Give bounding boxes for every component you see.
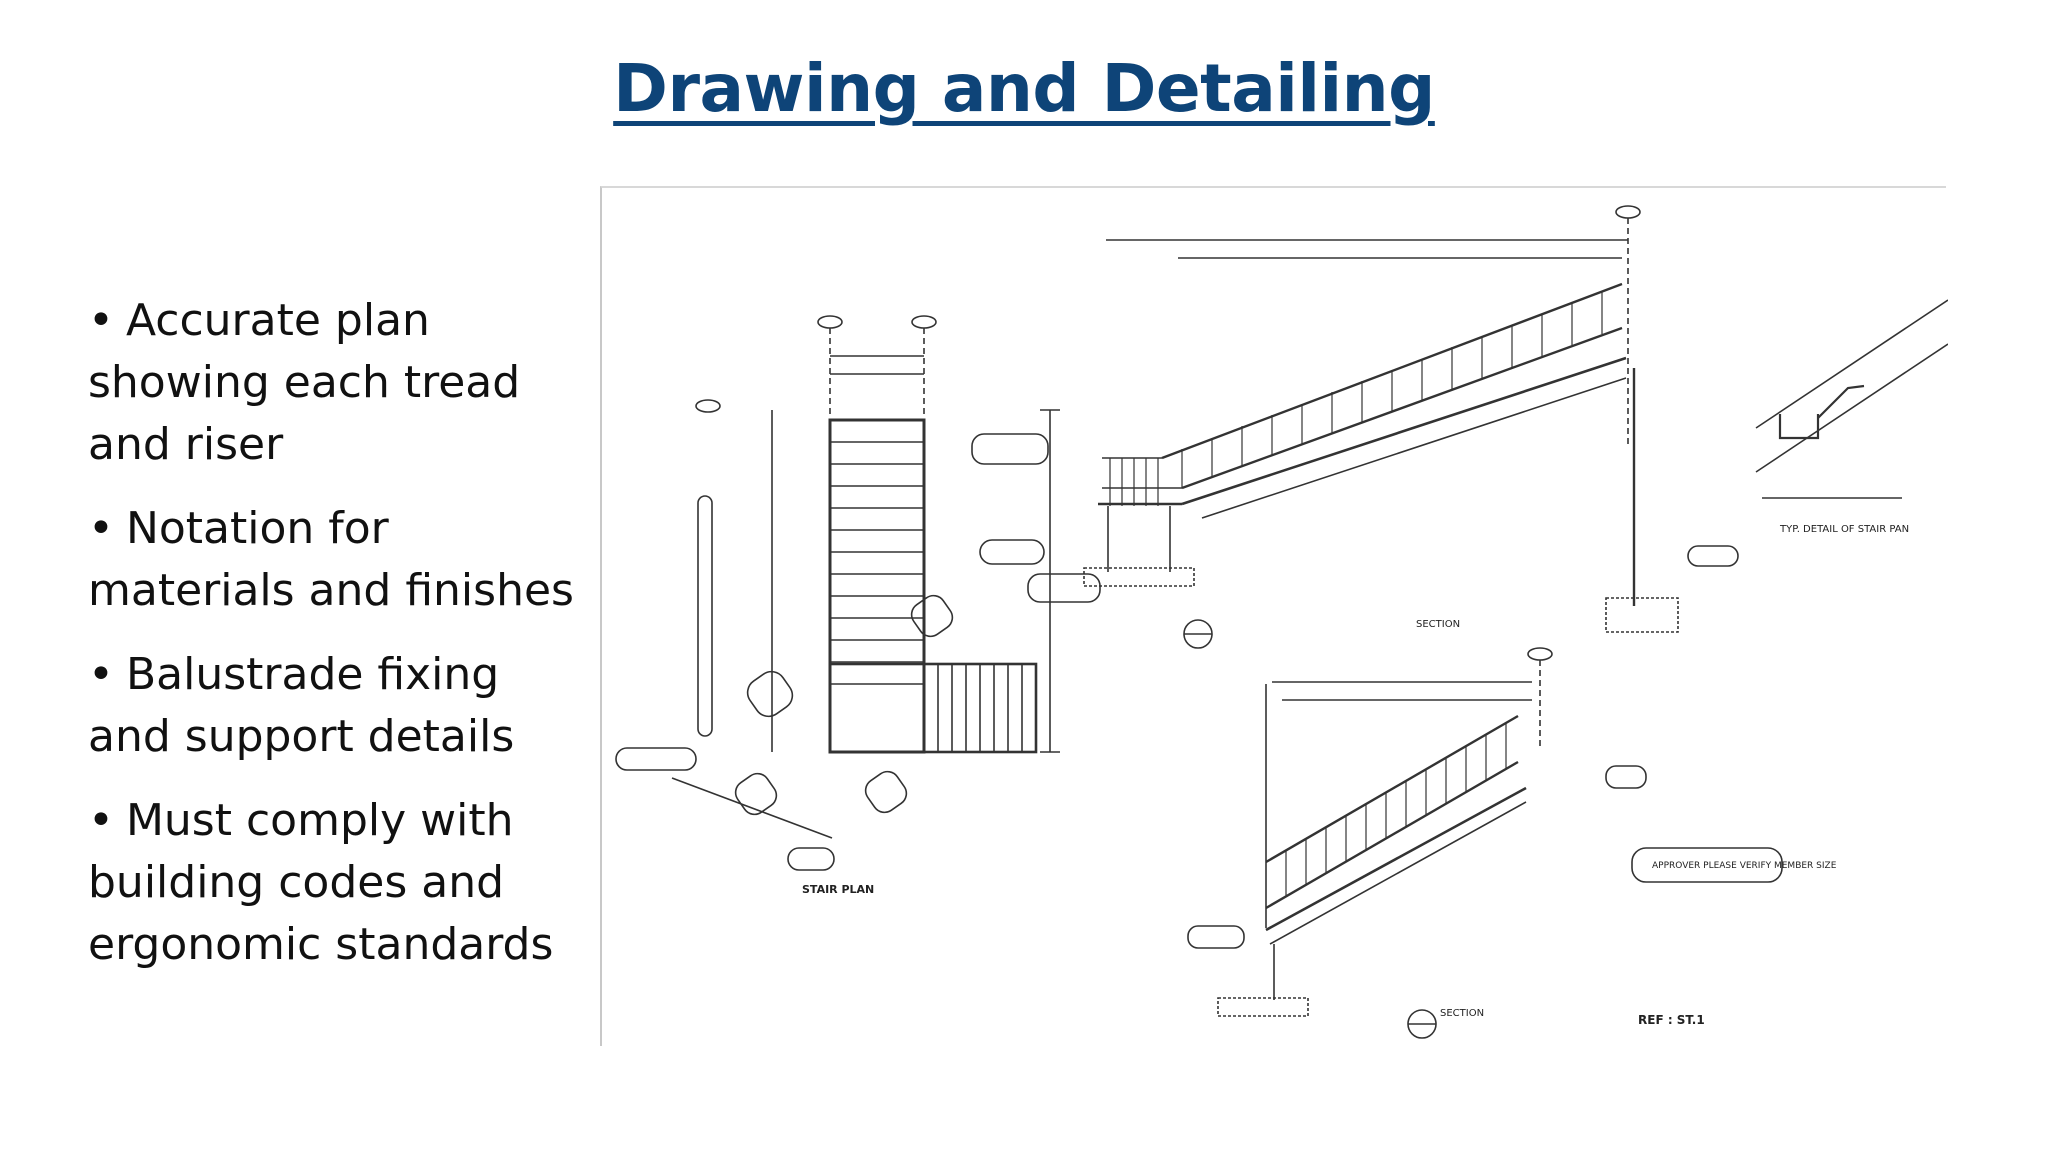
bullet-text: Balustrade fixing and support details (88, 649, 515, 762)
stair-drawing: STAIR PLAN SECTION TYP. DETAIL OF STAIR … (600, 186, 1948, 1046)
bullet-item: •Must comply with building codes and erg… (88, 795, 554, 970)
stair-plan (615, 315, 1060, 871)
bullet-text: Must comply with building codes and ergo… (88, 795, 554, 970)
section-label-top: SECTION (1416, 619, 1460, 630)
stair-section-bottom (1187, 647, 1783, 1039)
bullet-list: •Accurate plan showing each tread and ri… (88, 290, 588, 998)
bullet-item: •Notation for materials and finishes (88, 503, 574, 616)
stair-section-top (971, 205, 1739, 649)
bullet-text: Notation for materials and finishes (88, 503, 574, 616)
stair-drawing-svg: STAIR PLAN SECTION TYP. DETAIL OF STAIR … (615, 205, 1948, 1039)
plan-label: STAIR PLAN (802, 883, 874, 896)
slide-title: Drawing and Detailing (613, 50, 1435, 127)
bullet-text: Accurate plan showing each tread and ris… (88, 295, 521, 470)
detail-label: TYP. DETAIL OF STAIR PAN (1779, 524, 1909, 535)
bullet-item: •Accurate plan showing each tread and ri… (88, 295, 521, 470)
ref-label: REF : ST.1 (1638, 1013, 1705, 1027)
section-label-bottom: SECTION (1440, 1008, 1484, 1019)
stair-pan-detail (1755, 299, 1948, 499)
approver-note: APPROVER PLEASE VERIFY MEMBER SIZE (1652, 861, 1837, 871)
bullet-item: •Balustrade fixing and support details (88, 649, 515, 762)
